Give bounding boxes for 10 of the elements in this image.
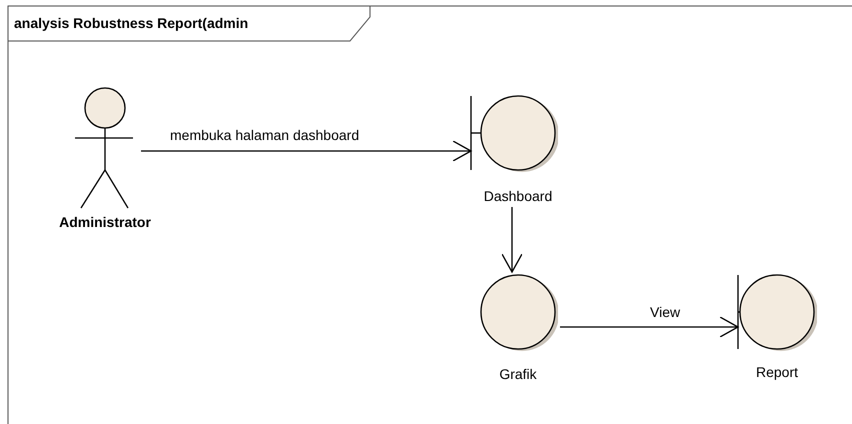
frame-title: analysis Robustness Report(admin [14, 14, 248, 33]
edge-label: membuka halaman dashboard [170, 128, 360, 142]
arrow [501, 207, 523, 273]
node-label: Dashboard [484, 187, 552, 206]
node-label: Administrator [59, 213, 151, 232]
node-label: Grafik [499, 365, 537, 384]
node-label: Report [756, 363, 798, 382]
arrow [560, 316, 739, 338]
arrow [141, 140, 472, 162]
edge-label: View [650, 305, 680, 319]
